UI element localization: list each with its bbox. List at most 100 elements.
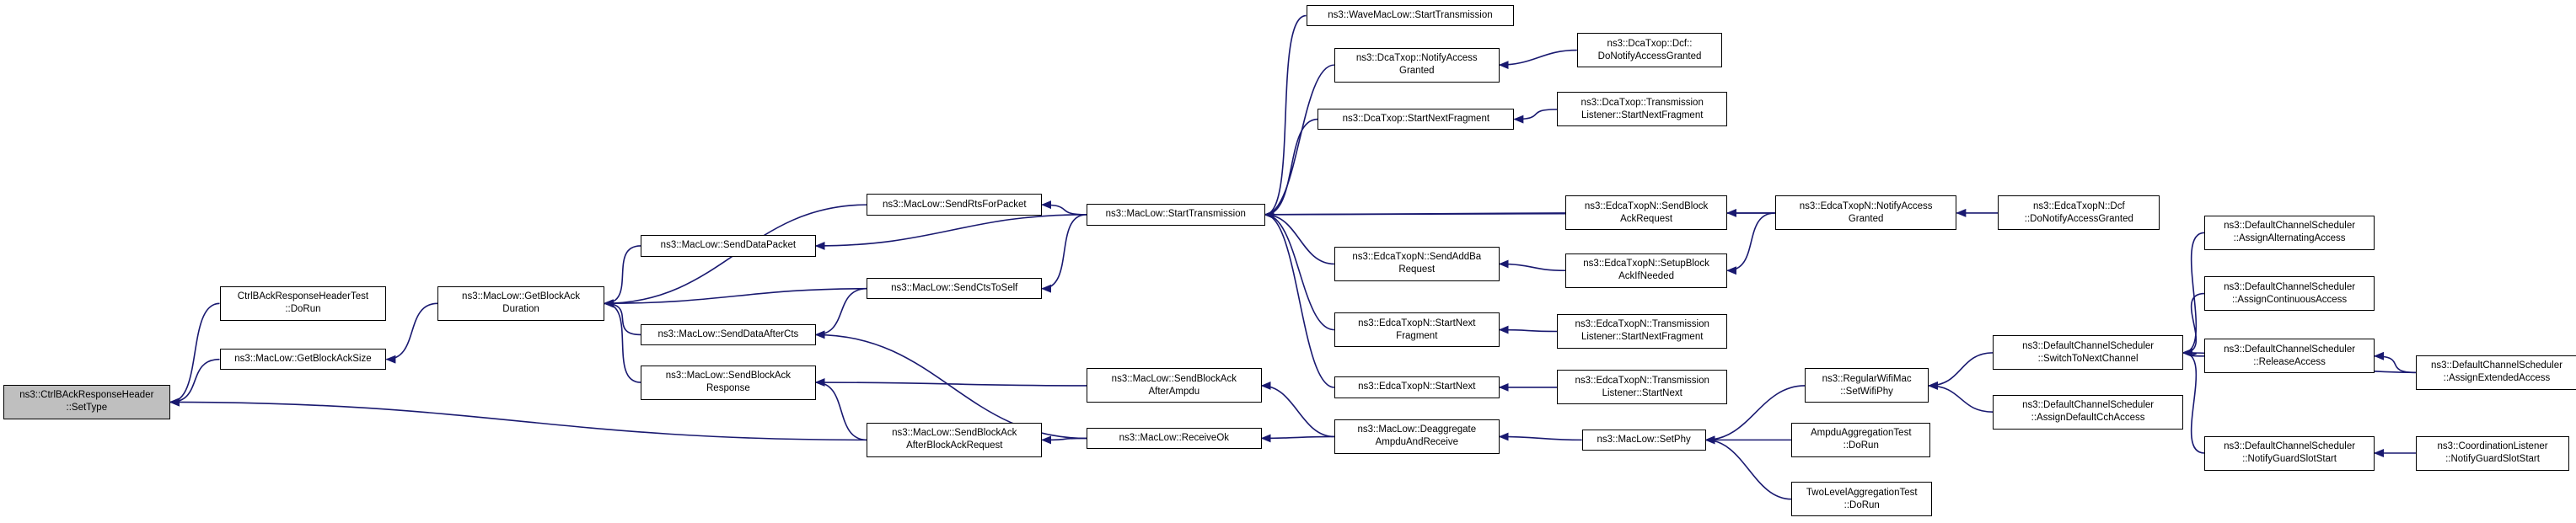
node-edcastartnext[interactable]: ns3::EdcaTxopN::StartNext [1334,376,1500,398]
node-label-line: ns3::EdcaTxopN::NotifyAccess [1799,200,1933,211]
node-label-line: CtrlBAckResponseHeaderTest [237,291,369,302]
node-dcastartnext[interactable]: ns3::DcaTxop::StartNextFragment [1318,108,1515,131]
node-label-line: ns3::MacLow::GetBlockAckSize [234,354,372,365]
node-edcadcfnotify[interactable]: ns3::EdcaTxopN::Dcf::DoNotifyAccessGrant… [1998,195,2160,231]
edge-starttx-to-senddatapkt [814,214,1087,250]
node-label-line: ns3::EdcaTxopN::StartNext [1358,318,1476,328]
node-senddatapkt[interactable]: ns3::MacLow::SendDataPacket [641,235,816,257]
node-label-line: ns3::EdcaTxopN::SetupBlock [1583,259,1709,270]
edge-dcanotify-to-starttx [1264,64,1334,219]
node-label-line: DoNotifyAccessGranted [1597,51,1702,61]
node-label-line: ns3::MacLow::SendDataPacket [660,240,797,251]
node-getbasize[interactable]: ns3::MacLow::GetBlockAckSize [219,349,387,371]
node-sendctstoself[interactable]: ns3::MacLow::SendCtsToSelf [867,278,1043,300]
node-label-line: ns3::DcaTxop::Dcf:: [1607,38,1693,49]
node-label-line: ns3::DefaultChannelScheduler [2430,360,2563,371]
node-label-line: ns3::EdcaTxopN::SendAddBa [1352,252,1482,263]
edge-edcasendaddba-to-starttx [1264,210,1334,265]
edge-sendbaafterbareq-to-root [169,398,867,441]
node-label-line: ::SetType [66,403,108,414]
node-label-line: ns3::DefaultChannelScheduler [2224,221,2356,232]
node-label-line: Request [1398,264,1436,275]
node-label-line: ::AssignExtendedAccess [2443,373,2551,384]
node-label-line: ns3::MacLow::GetBlockAck [462,291,581,302]
node-label-line: ns3::MacLow::SendDataAfterCts [657,328,799,339]
node-label-line: ns3::EdcaTxopN::StartNext [1358,382,1476,392]
node-label-line: ::DoRun [285,304,321,315]
node-label-line: Duration [502,304,539,315]
node-label-line: ns3::EdcaTxopN::Transmission [1575,375,1709,386]
edge-starttx-to-sendrts [1041,200,1087,216]
node-label-line: ns3::CoordinationListener [2437,441,2548,451]
node-label-line: ::DoRun [1843,499,1880,510]
node-label-line: ns3::MacLow::Deaggregate [1357,424,1477,435]
edge-ctrlbtest-to-root [169,302,220,407]
node-label-line: ns3::DefaultChannelScheduler [2022,340,2155,351]
node-assignalternating[interactable]: ns3::DefaultChannelScheduler::AssignAlte… [2204,215,2375,250]
node-receiveok[interactable]: ns3::MacLow::ReceiveOk [1087,427,1262,450]
node-ampdutest[interactable]: AmpduAggregationTest::DoRun [1791,422,1931,457]
edge-getbadur-to-getbasize [385,302,438,364]
node-switchtonext[interactable]: ns3::DefaultChannelScheduler::SwitchToNe… [1993,335,2183,371]
edge-senddatapkt-to-getbadur [603,245,641,308]
node-ctrlbtest[interactable]: CtrlBAckResponseHeaderTest::DoRun [219,286,387,321]
node-label-line: ::NotifyGuardSlotStart [2242,454,2337,464]
node-label-line: Response [706,383,750,394]
node-assignextended[interactable]: ns3::DefaultChannelScheduler::AssignExte… [2415,355,2576,390]
node-label-line: Listener::StartNextFragment [1580,109,1704,120]
edge-wavestarttx-to-starttx [1264,14,1307,219]
edge-regwifisetphy-to-setphy [1704,385,1806,445]
edge-edcatxlistenerfrag-to-edcastartnextfrag [1498,325,1558,334]
node-label-line: ::ReleaseAccess [2253,356,2326,367]
node-label-line: ns3::MacLow::SetPhy [1597,434,1691,445]
edge-notifyguard-to-switchtonext [2182,348,2205,454]
node-label-line: ns3::MacLow::SendRtsForPacket [882,199,1027,210]
node-assigncontinuous[interactable]: ns3::DefaultChannelScheduler::AssignCont… [2204,276,2375,312]
edge-senddataaftercts-to-getbadur [603,299,641,336]
edge-receiveok-to-senddataaftercts [814,330,1087,440]
node-label-line: ns3::WaveMacLow::StartTransmission [1328,10,1493,21]
edge-sendctstoself-to-senddataaftercts [814,287,867,339]
edge-edcasetupba-to-edcasendaddba [1498,259,1566,272]
edge-receiveok-to-sendbaafterbareq [1041,435,1087,445]
node-regwifisetphy[interactable]: ns3::RegularWifiMac::SetWifiPhy [1805,368,1929,403]
node-assigndefaultcch[interactable]: ns3::DefaultChannelScheduler::AssignDefa… [1993,394,2183,430]
edge-assigndefaultcch-to-regwifisetphy [1928,381,1994,413]
edge-dcatxlistener-to-dcastartnext [1513,109,1558,124]
node-label-line: Listener::StartNextFragment [1580,332,1704,343]
node-label-line: Fragment [1396,330,1438,341]
node-notifyguard[interactable]: ns3::DefaultChannelScheduler::NotifyGuar… [2204,435,2375,471]
node-releaseaccess[interactable]: ns3::DefaultChannelScheduler::ReleaseAcc… [2204,339,2375,374]
node-label-line: AmpduAndReceive [1375,437,1459,448]
node-label-line: ns3::DcaTxop::Transmission [1580,97,1704,108]
edge-starttx-to-sendctstoself [1041,214,1087,293]
node-label-line: ::SetWifiPhy [1840,386,1893,397]
node-setphy[interactable]: ns3::MacLow::SetPhy [1581,429,1706,451]
node-coordnotifyguard[interactable]: ns3::CoordinationListener::NotifyGuardSl… [2415,435,2570,471]
node-label-line: ns3::DefaultChannelScheduler [2022,400,2155,411]
edge-edcastartnext-to-starttx [1264,210,1334,388]
node-sendrts[interactable]: ns3::MacLow::SendRtsForPacket [867,194,1043,216]
node-senddataaftercts[interactable]: ns3::MacLow::SendDataAfterCts [641,323,816,346]
node-twoleveltest[interactable]: TwoLevelAggregationTest::DoRun [1791,482,1932,517]
node-dcfdonotify[interactable]: ns3::DcaTxop::Dcf::DoNotifyAccessGranted [1576,33,1723,68]
node-label-line: TwoLevelAggregationTest [1806,487,1918,498]
node-wavestarttx[interactable]: ns3::WaveMacLow::StartTransmission [1306,4,1515,27]
node-label-line: Granted [1848,213,1884,224]
node-starttx[interactable]: ns3::MacLow::StartTransmission [1087,204,1265,226]
node-label-line: ns3::MacLow::SendBlockAck [665,371,792,382]
